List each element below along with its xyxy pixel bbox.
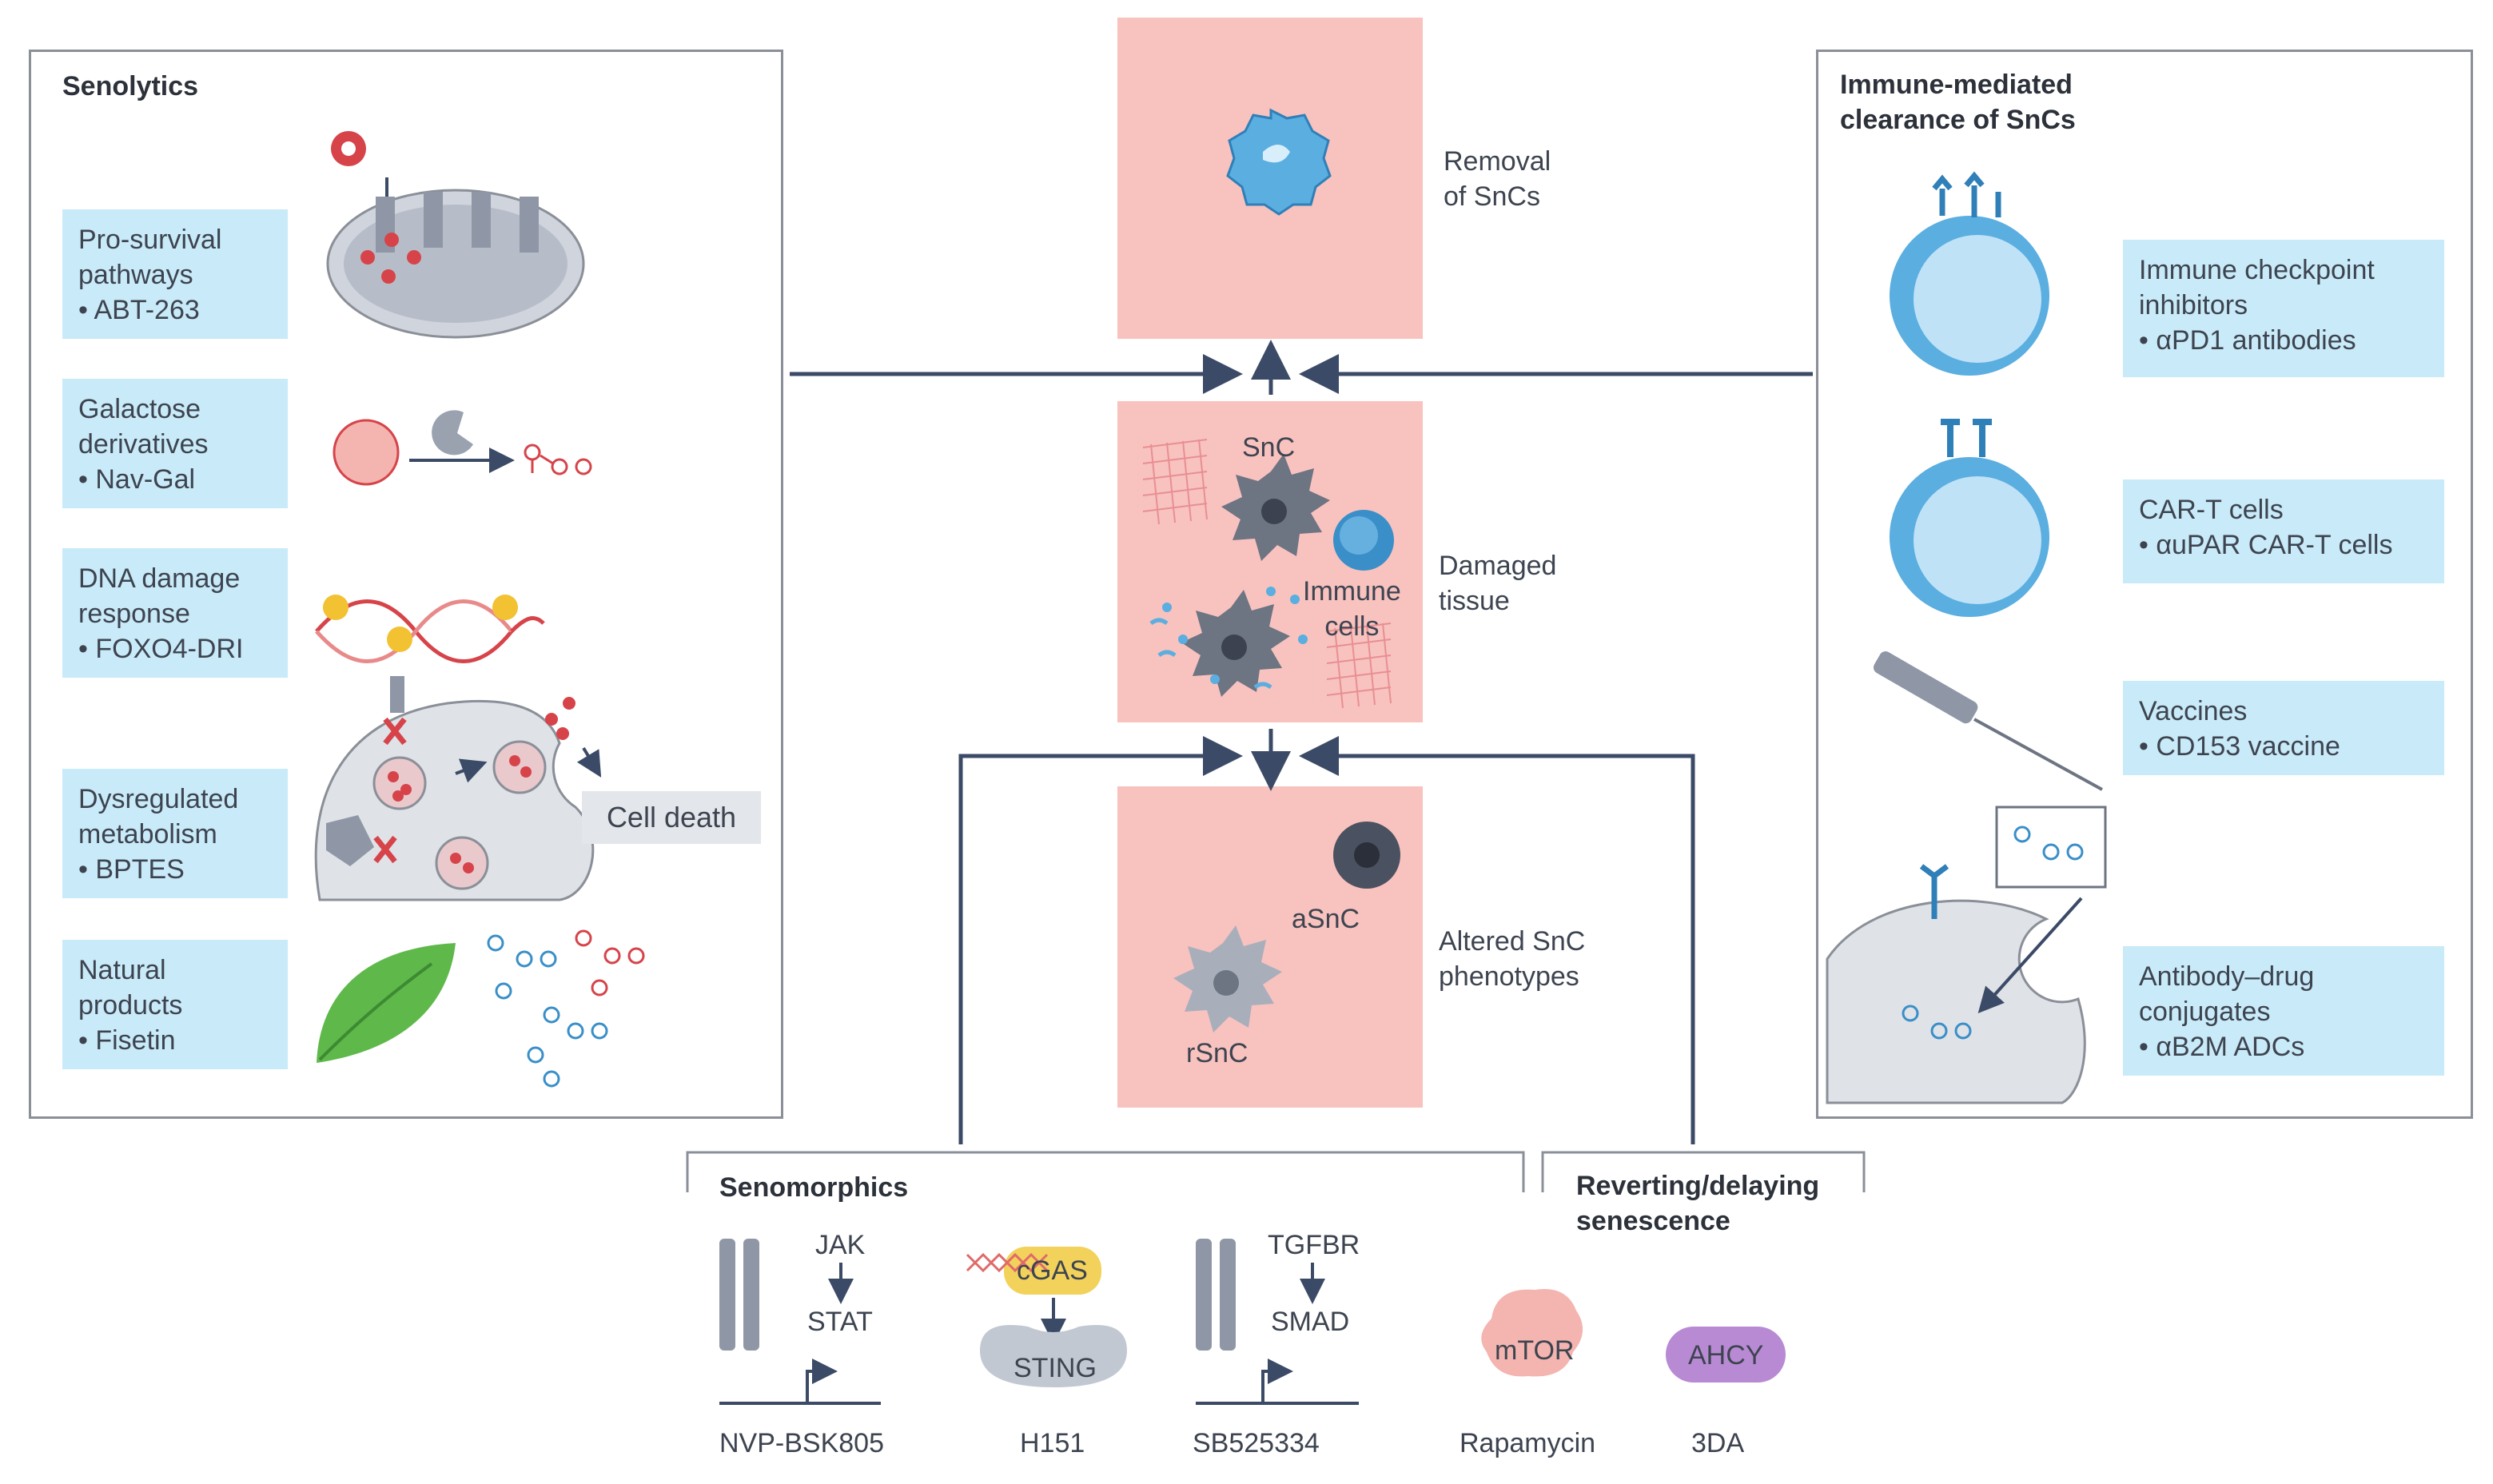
drug-3da: 3DA: [1691, 1428, 1745, 1458]
t-cell-checkpoint-icon: [1890, 171, 2049, 376]
damaged-tissue-label: Damaged tissue: [1439, 551, 1557, 616]
snc-cell-icon: [1221, 454, 1330, 561]
drug-nvp-bsk805: NVP-BSK805: [719, 1428, 884, 1458]
dna-fragment-icon: [966, 1252, 1049, 1273]
rsnc-label: rSnC: [1186, 1038, 1248, 1068]
tgfbr-label: TGFBR: [1268, 1230, 1360, 1260]
jak-receptor-icon: [719, 1239, 759, 1351]
metabolism-box: Dysregulated metabolism • BPTES: [62, 769, 288, 898]
jak-label: JAK: [815, 1230, 866, 1260]
natural-product-molecules-icon: [487, 929, 645, 1088]
immune-clearance-title: Immune-mediated clearance of SnCs: [1840, 70, 2076, 135]
cgas-label: cGAS: [1017, 1255, 1088, 1286]
mtor-shape: [1481, 1289, 1583, 1377]
snc-cell-secreting-icon: [1149, 587, 1308, 697]
sting-shape: [980, 1325, 1127, 1387]
sting-label: STING: [1014, 1353, 1097, 1383]
adc-cell-icon: [1826, 806, 2107, 1104]
smad-label: SMAD: [1271, 1307, 1350, 1337]
mtor-label: mTOR: [1495, 1335, 1575, 1366]
drug-sb525334: SB525334: [1193, 1428, 1320, 1458]
drug-rapamycin: Rapamycin: [1460, 1428, 1596, 1458]
ahcy-shape: [1666, 1327, 1786, 1383]
tissue-mesh-icon: [1142, 439, 1392, 709]
ahcy-label: AHCY: [1688, 1340, 1764, 1371]
snc-label: SnC: [1242, 432, 1296, 463]
vaccines-box: Vaccines • CD153 vaccine: [2123, 681, 2444, 775]
flow-arrows: [790, 340, 1813, 1144]
natural-products-box: Natural products • Fisetin: [62, 940, 288, 1069]
drug-h151: H151: [1020, 1428, 1085, 1458]
cell-death-label: Cell death: [582, 791, 761, 844]
senomorphics-title: Senomorphics: [719, 1172, 909, 1203]
stat-label: STAT: [807, 1307, 873, 1337]
immune-cell-removal-icon: [1226, 108, 1332, 216]
asnc-cell-icon: [1333, 822, 1400, 889]
syringe-icon: [1873, 651, 2103, 791]
senolytics-title: Senolytics: [62, 71, 199, 101]
car-t-cell-icon: [1890, 419, 2049, 617]
immune-cells-label: Immune cells: [1303, 576, 1401, 642]
rsnc-cell-icon: [1173, 925, 1282, 1032]
bottom-brackets: [686, 1151, 1866, 1192]
galactose-prodrug-icon: [333, 410, 592, 486]
removal-label: Removal of SnCs: [1444, 146, 1551, 212]
reverting-title: Reverting/delaying senescence: [1576, 1171, 1820, 1236]
adc-box: Antibody–drug conjugates • αB2M ADCs: [2123, 946, 2444, 1076]
dna-damage-box: DNA damage response • FOXO4-DRI: [62, 548, 288, 678]
car-t-box: CAR-T cells • αuPAR CAR-T cells: [2123, 479, 2444, 583]
asnc-label: aSnC: [1292, 904, 1360, 934]
damage-star-icons: [323, 595, 518, 652]
mitochondrion-icon: [326, 131, 585, 339]
checkpoint-box: Immune checkpoint inhibitors • αPD1 anti…: [2123, 240, 2444, 377]
pro-survival-box: Pro-survival pathways • ABT-263: [62, 209, 288, 339]
galactose-box: Galactose derivatives • Nav-Gal: [62, 379, 288, 508]
metabolism-cell-icon: [314, 676, 602, 901]
tgfbr-receptor-icon: [1196, 1239, 1236, 1351]
immune-cell-icon: [1333, 510, 1394, 571]
altered-phenotypes-label: Altered SnC phenotypes: [1439, 926, 1586, 992]
leaf-icon: [317, 943, 456, 1063]
